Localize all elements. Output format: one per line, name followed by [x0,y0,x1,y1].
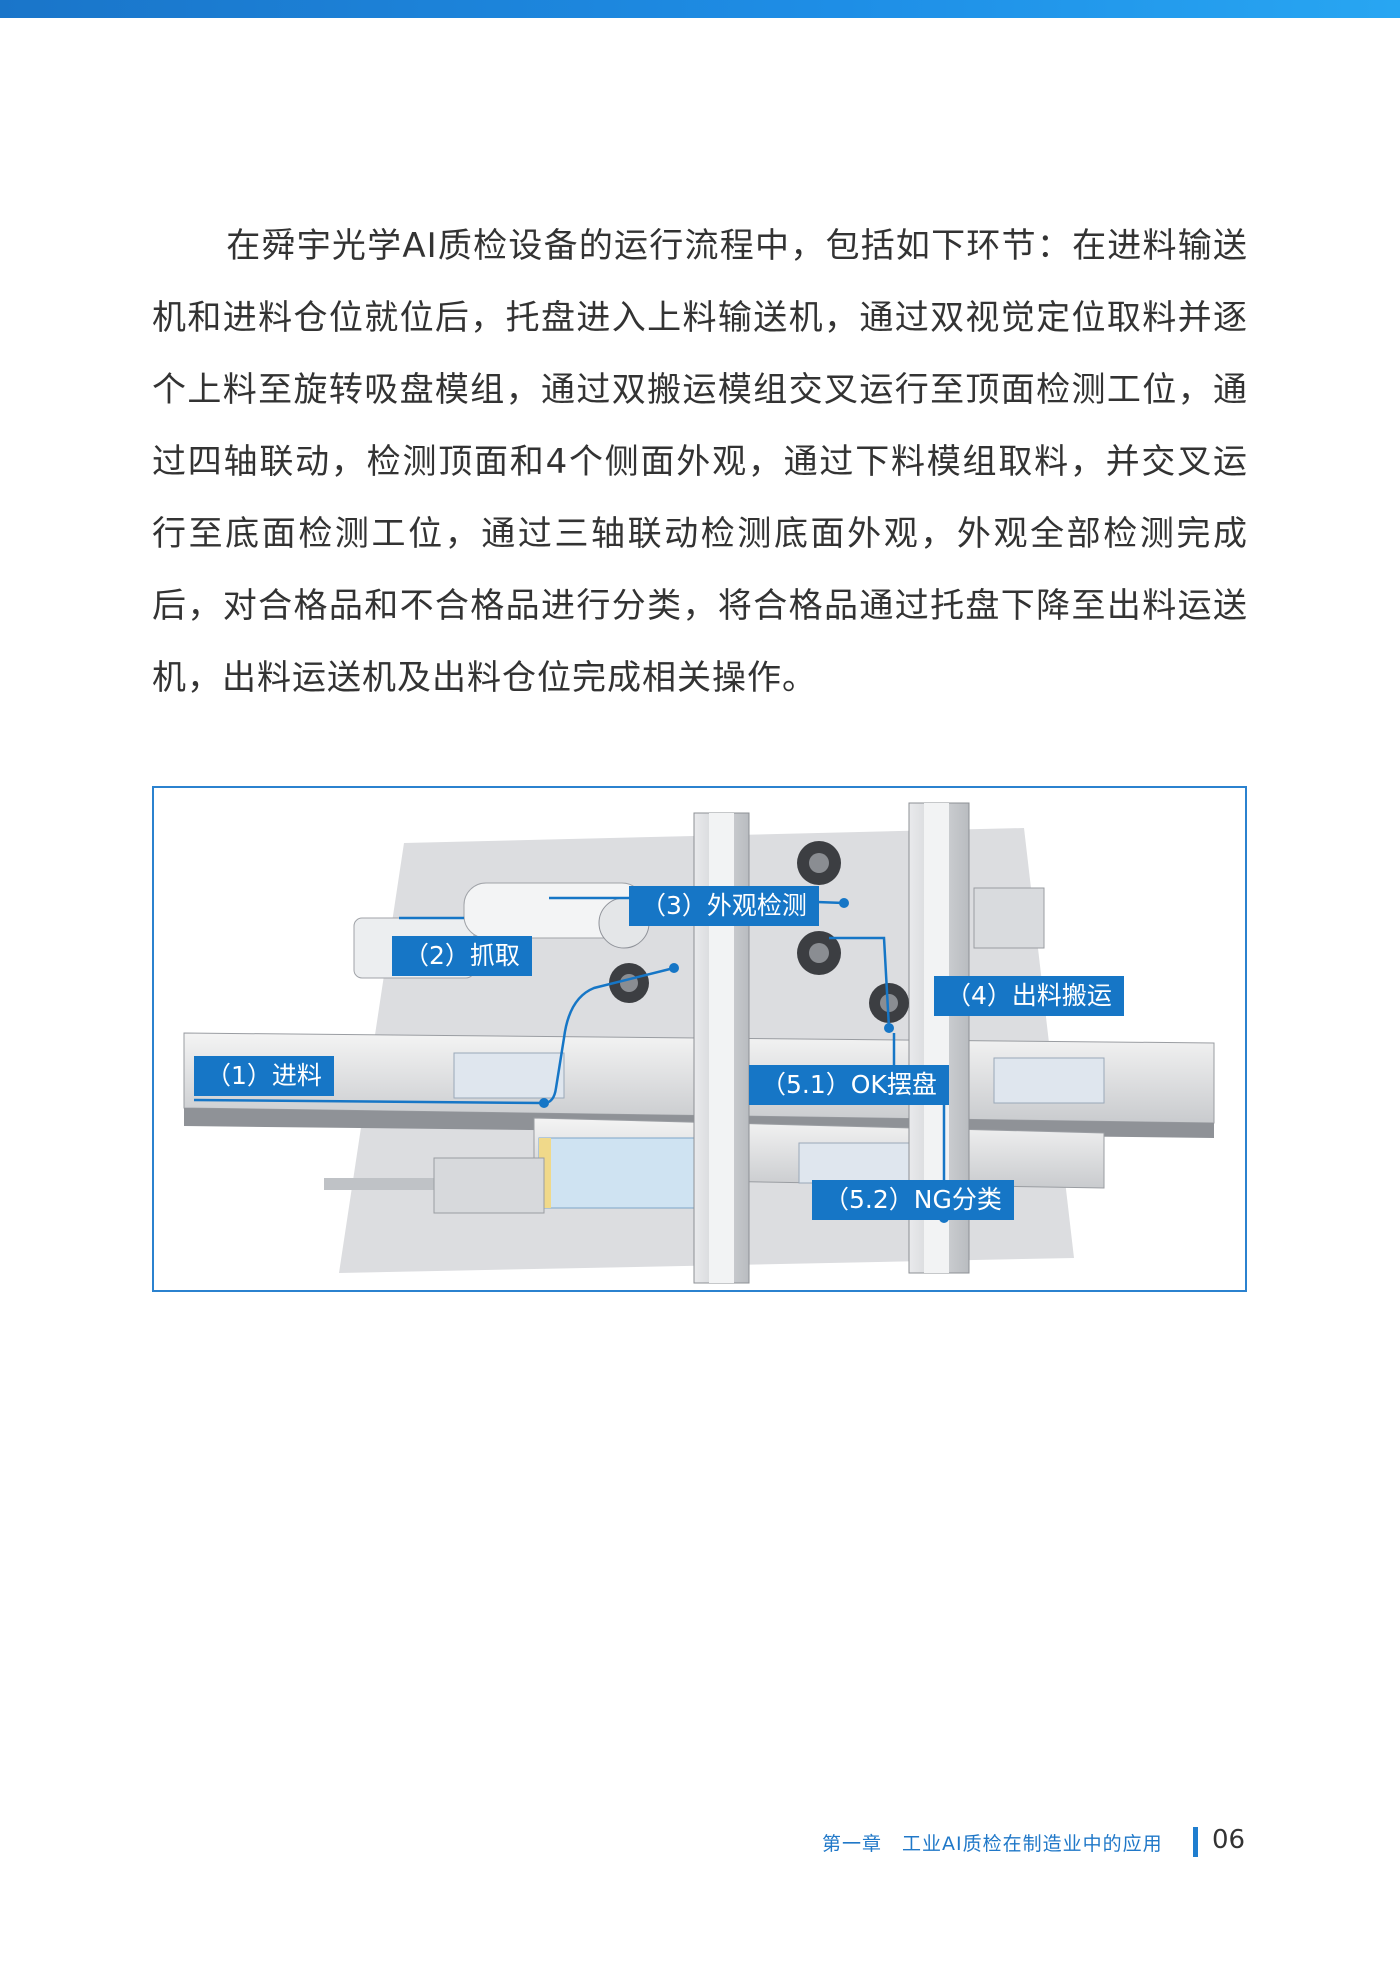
footer-separator [1193,1827,1198,1857]
body-paragraph: 在舜宇光学AI质检设备的运行流程中，包括如下环节：在进料输送机和进料仓位就位后，… [152,210,1248,714]
callout-ng-sort: （5.2）NG分类 [812,1180,1014,1220]
callout-outbound: （4）出料搬运 [934,976,1124,1016]
footer-chapter-title: 第一章 工业AI质检在制造业中的应用 [822,1833,1163,1855]
callout-grab: （2）抓取 [392,936,532,976]
page-number: 06 [1212,1825,1246,1855]
equipment-illustration [154,788,1245,1290]
body-paragraph-text: 在舜宇光学AI质检设备的运行流程中，包括如下环节：在进料输送机和进料仓位就位后，… [152,226,1248,698]
callout-intake: （1）进料 [194,1056,334,1096]
equipment-figure: （1）进料 （2）抓取 （3）外观检测 （4）出料搬运 （5.1）OK摆盘 （5… [152,786,1247,1292]
tray [453,1052,565,1099]
callout-inspect: （3）外观检测 [629,886,819,926]
tray [993,1057,1105,1104]
callout-ok-tray: （5.1）OK摆盘 [749,1065,949,1105]
top-accent-bar [0,0,1400,18]
cylinder [324,1178,454,1190]
